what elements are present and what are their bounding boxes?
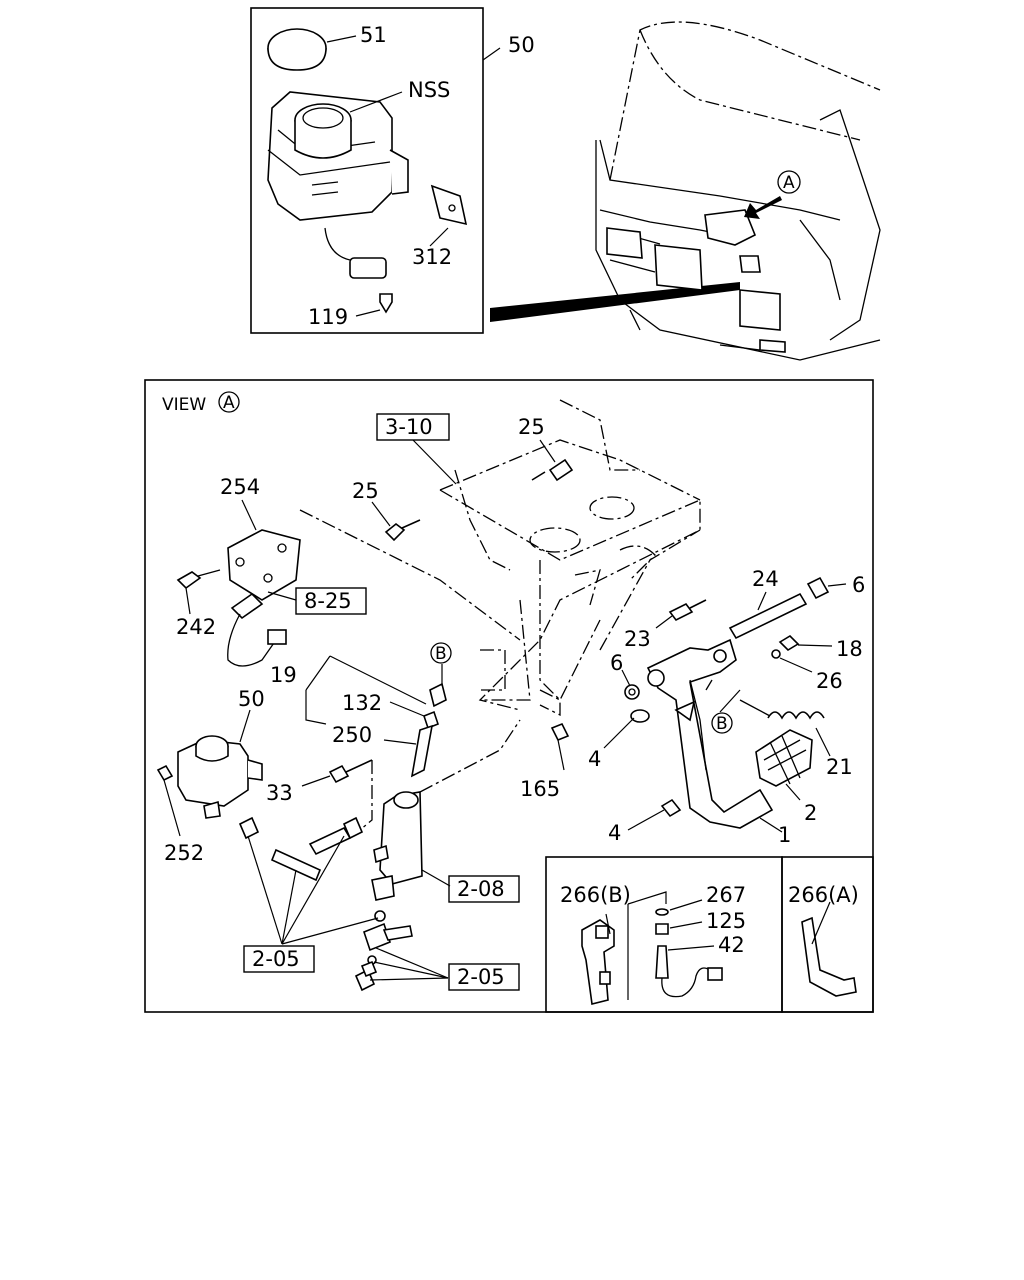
callout-267: 267 [706, 883, 746, 907]
callout-nss: NSS [408, 78, 450, 102]
callout-2: 2 [804, 801, 817, 825]
callout-21: 21 [826, 755, 853, 779]
reservoir-tank [267, 91, 409, 314]
reservoir-small [156, 735, 263, 819]
ref-box-2-08 [448, 875, 520, 903]
callout-165: 165 [520, 777, 560, 801]
callout-19: 19 [270, 663, 297, 687]
ref-2-05-left: 2-05 [252, 947, 300, 971]
view-a-marker: A [223, 393, 235, 413]
cab-view-a-marker: A [783, 173, 795, 193]
washer-4-upper [630, 709, 650, 723]
callout-242: 242 [176, 615, 216, 639]
switch-42 [655, 945, 669, 979]
callout-33: 33 [266, 781, 293, 805]
callout-18: 18 [836, 637, 863, 661]
reservoir-cap [267, 28, 327, 71]
inset-frame [250, 7, 484, 334]
callout-24: 24 [752, 567, 779, 591]
inset-pointer [490, 282, 740, 322]
callout-1: 1 [778, 823, 791, 847]
pedal-pad [755, 729, 813, 787]
washer-4-lower [660, 798, 682, 818]
marker-b-pedal: B [716, 714, 728, 734]
nut-18 [778, 634, 800, 652]
nut-6-pedal [624, 684, 640, 700]
callout-42: 42 [718, 933, 745, 957]
detail-a-frame [781, 856, 874, 1013]
callout-132: 132 [342, 691, 382, 715]
view-a-marker-circle [777, 170, 801, 194]
push-rod-250 [410, 724, 434, 778]
callout-125: 125 [706, 909, 746, 933]
bolt-25-left [384, 519, 421, 542]
callout-23: 23 [624, 627, 651, 651]
view-a-label: VIEW [162, 395, 206, 415]
ref-2-05-right: 2-05 [457, 965, 505, 989]
bracket-312 [430, 184, 468, 226]
callout-51: 51 [360, 23, 387, 47]
return-spring-21 [767, 711, 825, 720]
bolt-23 [668, 599, 707, 622]
callout-312: 312 [412, 245, 452, 269]
nut-165 [550, 722, 570, 742]
clutch-pedal [646, 638, 774, 829]
marker-b-upper: B [435, 644, 447, 664]
callout-26: 26 [816, 669, 843, 693]
callout-50-main: 50 [238, 687, 265, 711]
reservoir-inset: 51 NSS 312 119 50 [250, 7, 535, 334]
nut-132 [423, 710, 439, 730]
ref-2-08: 2-08 [457, 877, 505, 901]
master-cylinder [359, 719, 521, 901]
clevis-19 [429, 682, 447, 708]
ref-box-8-25 [295, 587, 367, 615]
hoses [238, 816, 413, 992]
bolt-33 [328, 759, 373, 784]
nut-125 [655, 923, 669, 935]
callout-4-lower: 4 [608, 821, 621, 845]
ref-3-10: 3-10 [385, 415, 433, 439]
callout-4-upper: 4 [588, 747, 601, 771]
ref-box-3-10 [376, 413, 450, 441]
pedal-bracket [299, 399, 701, 717]
view-a-frame [144, 379, 874, 1013]
bushing-26 [771, 649, 781, 659]
view-a-arrow [744, 196, 782, 219]
bolt-25-upper [531, 458, 574, 482]
callout-254: 254 [220, 475, 260, 499]
callout-50-inset: 50 [508, 33, 535, 57]
callout-6-pedal: 6 [610, 651, 623, 675]
callout-266b: 266(B) [560, 883, 631, 907]
cab-front-view: A [595, 21, 881, 361]
ref-8-25: 8-25 [304, 589, 352, 613]
switch-bracket [176, 529, 301, 667]
pivot-shaft-24 [728, 592, 808, 640]
ref-box-2-05-right [448, 963, 520, 991]
callout-25-upper: 25 [518, 415, 545, 439]
callout-266a: 266(A) [788, 883, 859, 907]
bracket-266a [801, 916, 857, 997]
detail-b-parts [581, 908, 723, 1005]
washer-267 [655, 908, 669, 916]
callout-6-right: 6 [852, 573, 865, 597]
callout-119: 119 [308, 305, 348, 329]
nut-6-right [806, 576, 830, 600]
callout-250: 250 [332, 723, 372, 747]
ref-box-2-05-left [243, 945, 315, 973]
callout-252: 252 [164, 841, 204, 865]
callout-25-left: 25 [352, 479, 379, 503]
